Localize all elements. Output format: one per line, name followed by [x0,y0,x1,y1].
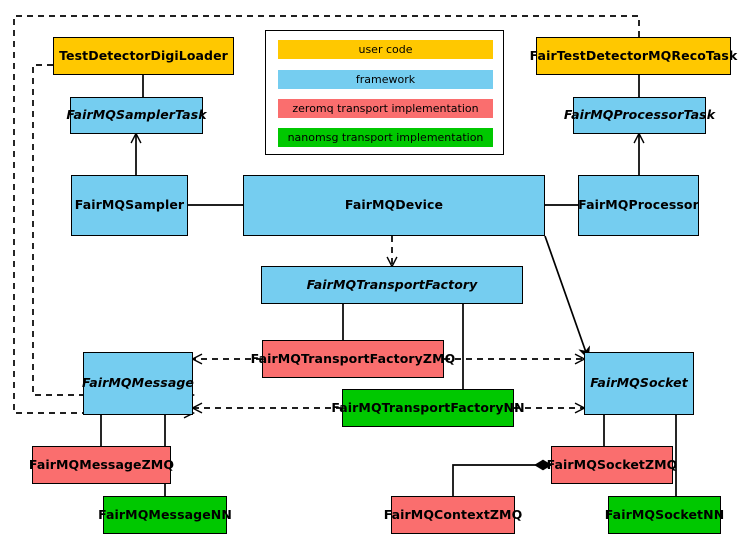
node-label: FairMQSocket [590,375,688,391]
node-label: TestDetectorDigiLoader [59,47,228,63]
node-label: FairMQProcessorTask [563,107,716,123]
node-label: FairMQMessageZMQ [28,456,175,472]
legend-label: nanomsg transport implementation [287,131,484,144]
edge-contextzmq-to-socketzmq [452,459,552,496]
node-label: FairMQSamplerTask [66,107,207,123]
node-fairmqtransportfactoryzmq[interactable]: FairMQTransportFactoryZMQ [251,340,455,378]
node-label: FairMQMessageNN [98,506,232,522]
legend-item-nanomsg: nanomsg transport implementation [278,128,493,147]
node-label: FairMQSocketZMQ [546,456,678,472]
node-fairmqdevice[interactable]: FairMQDevice [243,175,545,236]
node-fairmqsamplertask[interactable]: FairMQSamplerTask [66,97,207,134]
node-label: FairMQTransportFactory [306,276,478,292]
node-fairmqmessagenn[interactable]: FairMQMessageNN [98,496,232,534]
node-fairmqsampler[interactable]: FairMQSampler [71,175,188,236]
node-label: FairMQSocketNN [604,506,725,522]
node-label: FairMQProcessor [578,197,699,213]
node-label: FairMQMessage [82,375,195,391]
legend-item-user-code: user code [278,40,493,59]
legend-panel: user code framework zeromq transport imp… [265,30,504,155]
node-testdetectordigiloader[interactable]: TestDetectorDigiLoader [53,37,234,75]
node-fairmqmessage[interactable]: FairMQMessage [82,352,195,415]
legend-item-zeromq: zeromq transport implementation [278,99,493,118]
legend-item-framework: framework [278,70,493,89]
node-label: FairMQTransportFactoryNN [331,399,525,415]
node-fairmqsocket[interactable]: FairMQSocket [584,352,694,415]
node-label: FairMQContextZMQ [383,506,523,522]
node-fairmqprocessortask[interactable]: FairMQProcessorTask [564,97,715,134]
node-label: FairMQTransportFactoryZMQ [250,350,456,366]
node-fairmqprocessor[interactable]: FairMQProcessor [578,175,699,236]
node-fairmqtransportfactory[interactable]: FairMQTransportFactory [261,266,523,304]
node-label: FairMQSampler [74,197,185,213]
legend-label: user code [358,43,413,56]
edge-device-to-socket [544,235,588,358]
node-fairmqtransportfactorynn[interactable]: FairMQTransportFactoryNN [331,389,525,427]
node-label: FairTestDetectorMQRecoTask [529,47,738,63]
node-label: FairMQDevice [344,197,444,213]
legend-label: framework [355,73,416,86]
node-fairmqmessagezmq[interactable]: FairMQMessageZMQ [28,446,175,484]
node-fairmqsocketzmq[interactable]: FairMQSocketZMQ [547,446,677,484]
node-fairtestdetectormqrecotask[interactable]: FairTestDetectorMQRecoTask [530,37,737,75]
legend-label: zeromq transport implementation [292,102,479,115]
node-fairmqcontextzmq[interactable]: FairMQContextZMQ [384,496,522,534]
node-fairmqsocketnn[interactable]: FairMQSocketNN [605,496,724,534]
